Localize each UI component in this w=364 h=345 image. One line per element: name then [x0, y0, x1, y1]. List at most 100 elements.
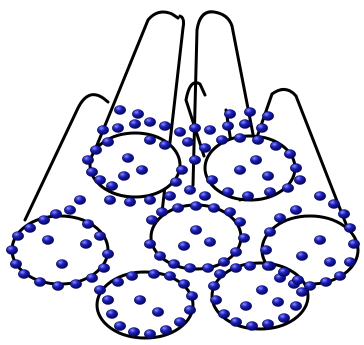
particle: [234, 134, 245, 143]
particle: [176, 166, 187, 175]
particle: [284, 150, 295, 159]
particle: [174, 318, 185, 327]
particle: [80, 240, 91, 249]
particle: [199, 192, 210, 201]
particle: [160, 326, 171, 335]
particle: [34, 278, 45, 287]
particle: [159, 122, 170, 131]
particle: [186, 292, 197, 301]
particle: [262, 112, 273, 121]
particle: [218, 258, 229, 267]
particle: [144, 196, 155, 205]
particle: [50, 210, 61, 219]
particle: [42, 236, 53, 245]
particle: [152, 308, 163, 317]
particle: [156, 208, 167, 217]
particle: [174, 128, 185, 137]
particle: [204, 126, 215, 135]
particle: [296, 252, 307, 261]
particle: [106, 310, 117, 319]
particle: [82, 156, 93, 165]
particle: [112, 124, 123, 133]
particle: [114, 322, 125, 331]
particle: [334, 272, 345, 281]
particle: [324, 258, 335, 267]
particle: [38, 216, 49, 225]
particle: [256, 286, 267, 295]
particle: [214, 270, 225, 279]
particle: [56, 260, 67, 269]
particle: [64, 206, 75, 215]
particle: [189, 124, 200, 133]
particle: [104, 196, 115, 205]
particle: [262, 262, 273, 271]
particle: [190, 202, 201, 211]
particle: [272, 298, 283, 307]
particle: [98, 264, 109, 273]
particle: [172, 204, 183, 213]
particle: [199, 144, 210, 153]
particle: [208, 204, 219, 213]
particle: [74, 196, 85, 205]
particle: [252, 136, 263, 145]
particle: [86, 168, 97, 177]
particle: [348, 240, 359, 249]
particle: [216, 136, 227, 145]
particle: [144, 136, 155, 145]
particle: [270, 142, 281, 151]
particle: [244, 108, 255, 117]
tube-walls: [25, 12, 346, 230]
particle: [70, 280, 81, 289]
particle: [164, 272, 175, 281]
particle: [218, 310, 229, 319]
tube-openings: [12, 133, 358, 338]
particle: [264, 188, 275, 197]
particle: [256, 124, 267, 133]
particle: [184, 306, 195, 315]
particle: [290, 164, 301, 173]
particle: [52, 282, 63, 291]
particle: [278, 268, 289, 277]
particle: [290, 206, 301, 215]
particle: [328, 200, 339, 209]
particle: [204, 238, 215, 247]
particle: [94, 176, 105, 185]
particle: [262, 320, 273, 329]
particle: [129, 120, 140, 129]
particle: [164, 192, 175, 201]
particle: [102, 296, 113, 305]
particle: [178, 242, 189, 251]
particle: [122, 154, 133, 163]
particle: [230, 248, 241, 257]
particle: [320, 278, 331, 287]
particle: [144, 330, 155, 339]
particle: [12, 232, 23, 241]
particle: [246, 322, 257, 331]
particle: [168, 260, 179, 269]
particle: [184, 186, 195, 195]
particle: [132, 110, 143, 119]
particle: [282, 184, 293, 193]
tube-opening-bottom-right: [212, 263, 308, 329]
particle: [210, 296, 221, 305]
particle: [206, 176, 217, 185]
particle: [118, 172, 129, 181]
particle: [294, 176, 305, 185]
particle: [154, 252, 165, 261]
particle: [234, 218, 245, 227]
particle: [102, 138, 113, 147]
particle: [274, 214, 285, 223]
particle: [94, 232, 105, 241]
particle: [170, 178, 181, 187]
particle: [314, 192, 325, 201]
particle: [224, 110, 235, 119]
particle: [242, 192, 253, 201]
particle: [24, 224, 35, 233]
particle: [208, 282, 219, 291]
particle: [290, 302, 301, 311]
particle: [230, 264, 241, 273]
particle: [224, 208, 235, 217]
particle: [178, 280, 189, 289]
